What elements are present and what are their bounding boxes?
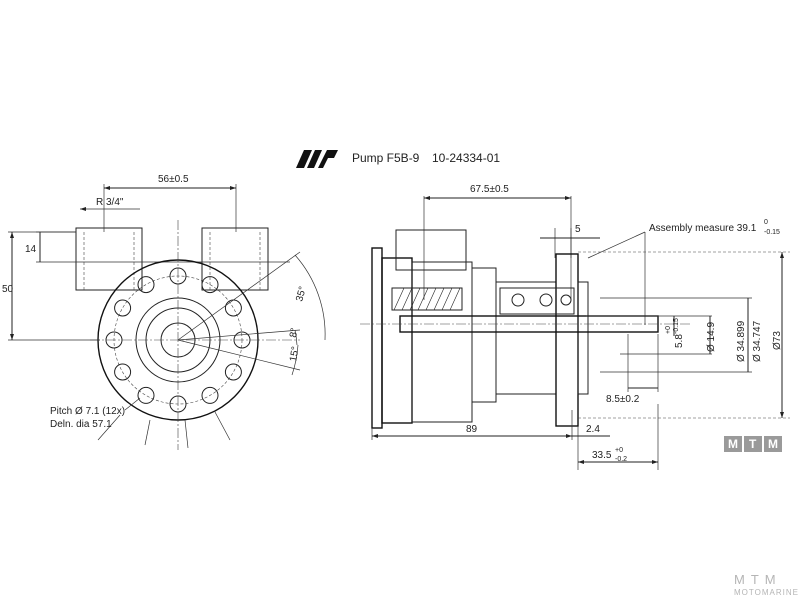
- pitch-label: Pitch Ø 7.1 (12x): [50, 406, 125, 417]
- dim-14-9: Ø 14.9: [706, 322, 717, 352]
- side-view: 67.5±0.5 5 Assembly measure 39.1 0 -0.15: [360, 184, 790, 470]
- front-view: 56±0.5 R 3/4" 14 50 35° 8° 15° Pitch Ø 7…: [2, 174, 326, 450]
- mtm-letter-1: M: [728, 437, 738, 451]
- watermark: MTM MOTOMARINE: [734, 572, 799, 597]
- dim-33-5-tol-lower: -0.2: [615, 456, 627, 463]
- port-right: [201, 227, 269, 291]
- watermark-sub: MOTOMARINE: [734, 588, 799, 597]
- dim-73: Ø73: [772, 331, 783, 350]
- dim-5-8: 5.8: [674, 334, 685, 348]
- dim-5: 5: [575, 224, 581, 235]
- dim-2-4: 2.4: [586, 424, 600, 435]
- dim-33-5-tol-upper: +0: [615, 447, 623, 454]
- port-left: [75, 227, 143, 291]
- assembly-tol-upper: 0: [764, 219, 768, 226]
- dim-14: 14: [25, 244, 37, 255]
- dim-89: 89: [466, 424, 478, 435]
- dim-8-5: 8.5±0.2: [606, 394, 640, 405]
- angle-35: 35°: [294, 285, 309, 302]
- mtm-logo: M T M: [724, 436, 782, 452]
- mtm-letter-3: M: [768, 437, 778, 451]
- dim-5-8-tol-lower: -0.15: [673, 318, 680, 334]
- dim-34-899: Ø 34.899: [736, 320, 747, 362]
- angle-15: 15°: [288, 346, 301, 363]
- assembly-tol-lower: -0.15: [764, 229, 780, 236]
- thread-size: R 3/4": [96, 197, 124, 208]
- dim-50: 50: [2, 284, 14, 295]
- dim-34-747: Ø 34.747: [752, 320, 763, 362]
- part-number: 10-24334-01: [432, 151, 500, 165]
- pump-title: Pump F5B-9: [352, 151, 420, 165]
- assembly-measure: Assembly measure 39.1: [649, 223, 757, 234]
- deln-label: Deln. dia 57.1: [50, 419, 112, 430]
- angle-8: 8°: [288, 327, 300, 338]
- dim-33-5: 33.5: [592, 450, 612, 461]
- brand-logo: [296, 150, 338, 168]
- dim-67-5: 67.5±0.5: [470, 184, 509, 195]
- watermark-letters: MTM: [734, 572, 782, 587]
- hatching: [393, 287, 461, 311]
- dim-5-8-tol-upper: +0: [665, 326, 672, 334]
- dim-56: 56±0.5: [158, 174, 189, 185]
- mtm-letter-2: T: [749, 437, 757, 451]
